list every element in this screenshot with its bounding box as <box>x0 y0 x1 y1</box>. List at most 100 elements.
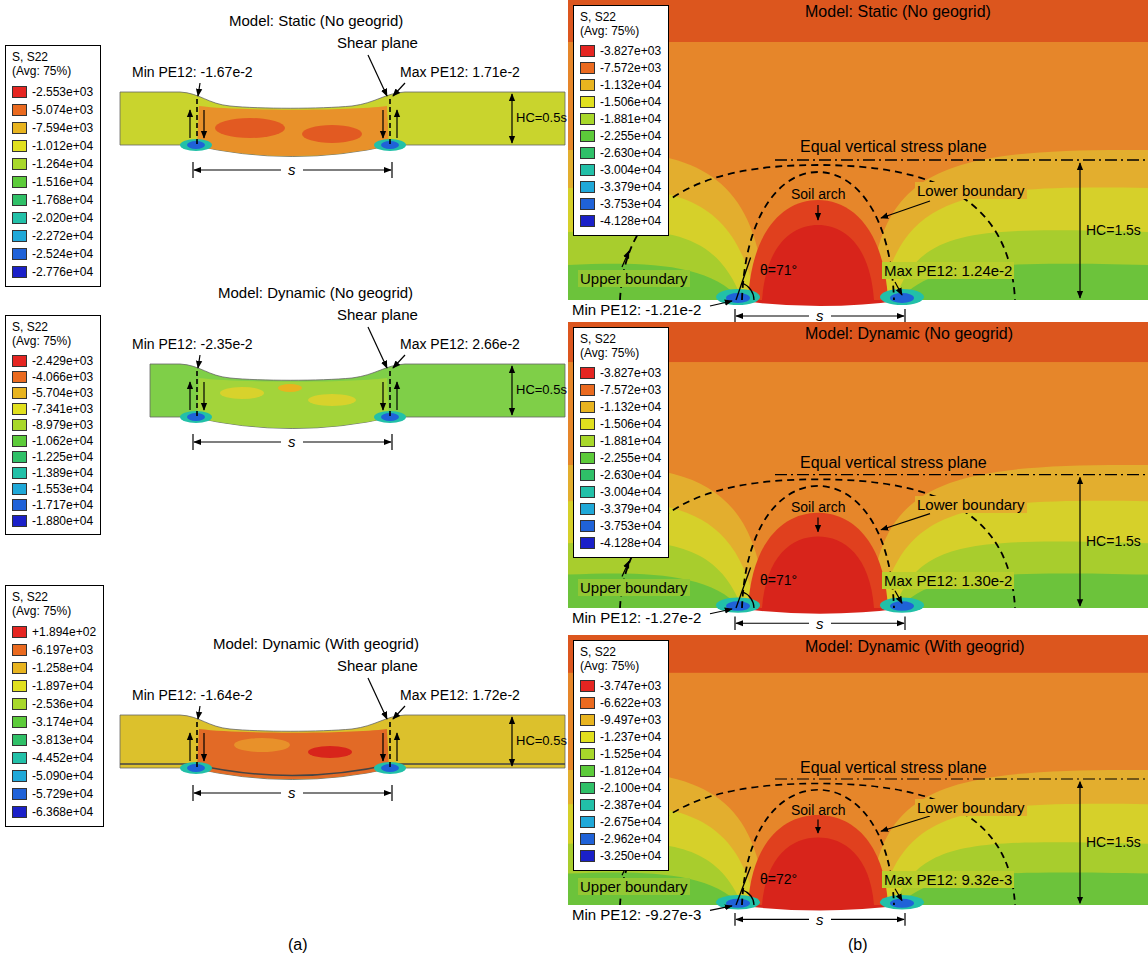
legend-row: -2.100e+04 <box>580 780 661 797</box>
legend-value: -7.594e+03 <box>32 121 93 135</box>
legend-row: -3.747e+03 <box>580 678 661 695</box>
legend-swatch <box>580 384 595 396</box>
panel-title: Model: Static (No geogrid) <box>805 3 991 21</box>
legend-row: -1.717e+04 <box>12 497 93 513</box>
legend-swatch <box>580 765 595 777</box>
legend-row: -5.074e+03 <box>12 101 93 119</box>
legend-value: -1.225e+04 <box>32 450 93 464</box>
art-path <box>197 378 389 428</box>
legend-swatch <box>580 45 595 57</box>
legend-row: -4.066e+03 <box>12 369 93 385</box>
legend-row: -8.979e+03 <box>12 417 93 433</box>
legend-row: -1.525e+04 <box>580 746 661 763</box>
angle-label: θ=72° <box>760 871 797 887</box>
legend-value: -4.066e+03 <box>32 370 93 384</box>
legend-value: -1.062e+04 <box>32 434 93 448</box>
legend-swatch <box>12 194 27 206</box>
strain-min: Min PE12: -1.64e-2 <box>132 687 253 703</box>
legend-swatch <box>580 113 595 125</box>
legend-swatch <box>580 401 595 413</box>
legend-subtitle: (Avg: 75%) <box>12 64 93 78</box>
legend-swatch <box>580 714 595 726</box>
legend-row: +1.894e+02 <box>12 623 96 641</box>
legend-row: -5.090e+04 <box>12 767 96 785</box>
legend-title: S, S22 <box>580 10 661 24</box>
soil-arch-label: Soil arch <box>791 499 845 515</box>
art-ellipse <box>220 387 264 399</box>
cover-height: HC=1.5s <box>1086 222 1141 238</box>
legend-value: -1.881e+04 <box>600 112 661 126</box>
legend-value: -3.827e+03 <box>600 44 661 58</box>
lower-boundary-label: Lower boundary <box>915 182 1027 199</box>
legend-swatch <box>12 788 27 800</box>
legend-value: -7.572e+03 <box>600 383 661 397</box>
legend-row: -3.379e+04 <box>580 501 661 518</box>
legend-subtitle: (Avg: 75%) <box>580 24 661 38</box>
legend-row: -3.813e+04 <box>12 731 96 749</box>
arch-contour <box>568 322 1148 630</box>
art-ellipse <box>215 118 285 138</box>
legend-value: -3.747e+03 <box>600 679 661 693</box>
legend-value: -2.630e+04 <box>600 468 661 482</box>
legend-value: -2.776e+04 <box>32 265 93 279</box>
legend-value: +1.894e+02 <box>32 625 96 639</box>
legend-swatch <box>12 752 27 764</box>
legend-value: -3.250e+04 <box>600 849 661 863</box>
span-dimension: s <box>816 307 824 324</box>
cover-height: HC=0.5s <box>516 383 567 398</box>
legend-row: -1.237e+04 <box>580 729 661 746</box>
legend-value: -2.553e+03 <box>32 85 93 99</box>
legend-row: -3.827e+03 <box>580 365 661 382</box>
legend-value: -1.132e+04 <box>600 400 661 414</box>
legend-subtitle: (Avg: 75%) <box>580 346 661 360</box>
legend-row: -3.753e+04 <box>580 196 661 213</box>
legend-row: -3.250e+04 <box>580 848 661 865</box>
legend-swatch <box>12 483 27 495</box>
shear-plane-label: Shear plane <box>337 306 418 323</box>
legend-title: S, S22 <box>12 50 93 64</box>
legend-row: -3.174e+04 <box>12 713 96 731</box>
legend-value: -1.516e+04 <box>32 175 93 189</box>
panel-title: Model: Static (No geogrid) <box>229 12 403 29</box>
legend-swatch <box>12 451 27 463</box>
legend-swatch <box>12 734 27 746</box>
legend-value: -2.272e+04 <box>32 229 93 243</box>
stress-plane-label: Equal vertical stress plane <box>800 454 987 472</box>
legend-value: -2.675e+04 <box>600 815 661 829</box>
legend-row: -1.881e+04 <box>580 111 661 128</box>
strain-min: Min PE12: -1.67e-2 <box>132 64 253 80</box>
legend-value: -3.379e+04 <box>600 502 661 516</box>
art-ellipse <box>278 384 302 392</box>
legend-box: S, S22(Avg: 75%)-3.747e+03-6.622e+03-9.4… <box>573 640 669 871</box>
legend-swatch <box>12 104 27 116</box>
legend-row: -3.753e+04 <box>580 518 661 535</box>
legend-swatch <box>580 799 595 811</box>
legend-value: -3.379e+04 <box>600 180 661 194</box>
strain-max: Max PE12: 1.71e-2 <box>400 64 520 80</box>
legend-value: -1.897e+04 <box>32 679 93 693</box>
strain-min: Min PE12: -2.35e-2 <box>132 336 253 352</box>
legend-box: S, S22(Avg: 75%)-2.429e+03-4.066e+03-5.7… <box>5 315 101 535</box>
legend-value: -1.389e+04 <box>32 466 93 480</box>
legend-swatch <box>580 418 595 430</box>
legend-row: -7.572e+03 <box>580 382 661 399</box>
legend-row: -2.553e+03 <box>12 83 93 101</box>
legend-row: -1.553e+04 <box>12 481 93 497</box>
legend-value: -1.881e+04 <box>600 434 661 448</box>
legend-value: -1.132e+04 <box>600 78 661 92</box>
legend-value: -1.812e+04 <box>600 764 661 778</box>
legend-row: -1.264e+04 <box>12 155 93 173</box>
legend-swatch <box>580 215 595 227</box>
soil-arch-label: Soil arch <box>791 186 845 202</box>
arch-contour <box>568 635 1148 926</box>
legend-value: -2.429e+03 <box>32 354 93 368</box>
legend-swatch <box>12 419 27 431</box>
legend-row: -1.258e+04 <box>12 659 96 677</box>
legend-swatch <box>580 486 595 498</box>
legend-row: -4.128e+04 <box>580 213 661 230</box>
span-dimension: s <box>288 161 296 178</box>
legend-value: -1.237e+04 <box>600 730 661 744</box>
legend-swatch <box>580 62 595 74</box>
legend-swatch <box>12 499 27 511</box>
legend-swatch <box>12 140 27 152</box>
